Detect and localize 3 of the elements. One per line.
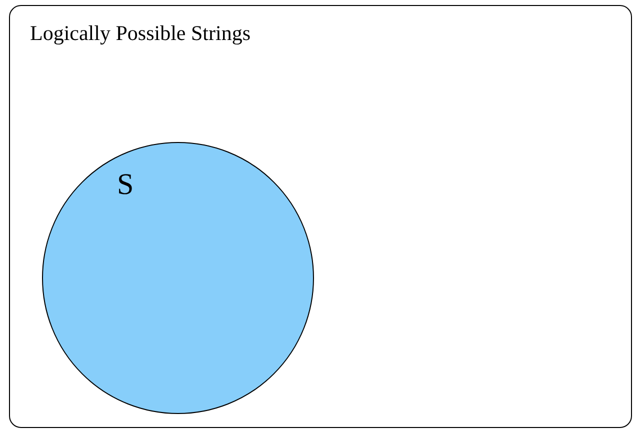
- universe-box: [9, 5, 632, 428]
- set-label: S: [117, 170, 134, 200]
- universe-title: Logically Possible Strings: [30, 23, 250, 44]
